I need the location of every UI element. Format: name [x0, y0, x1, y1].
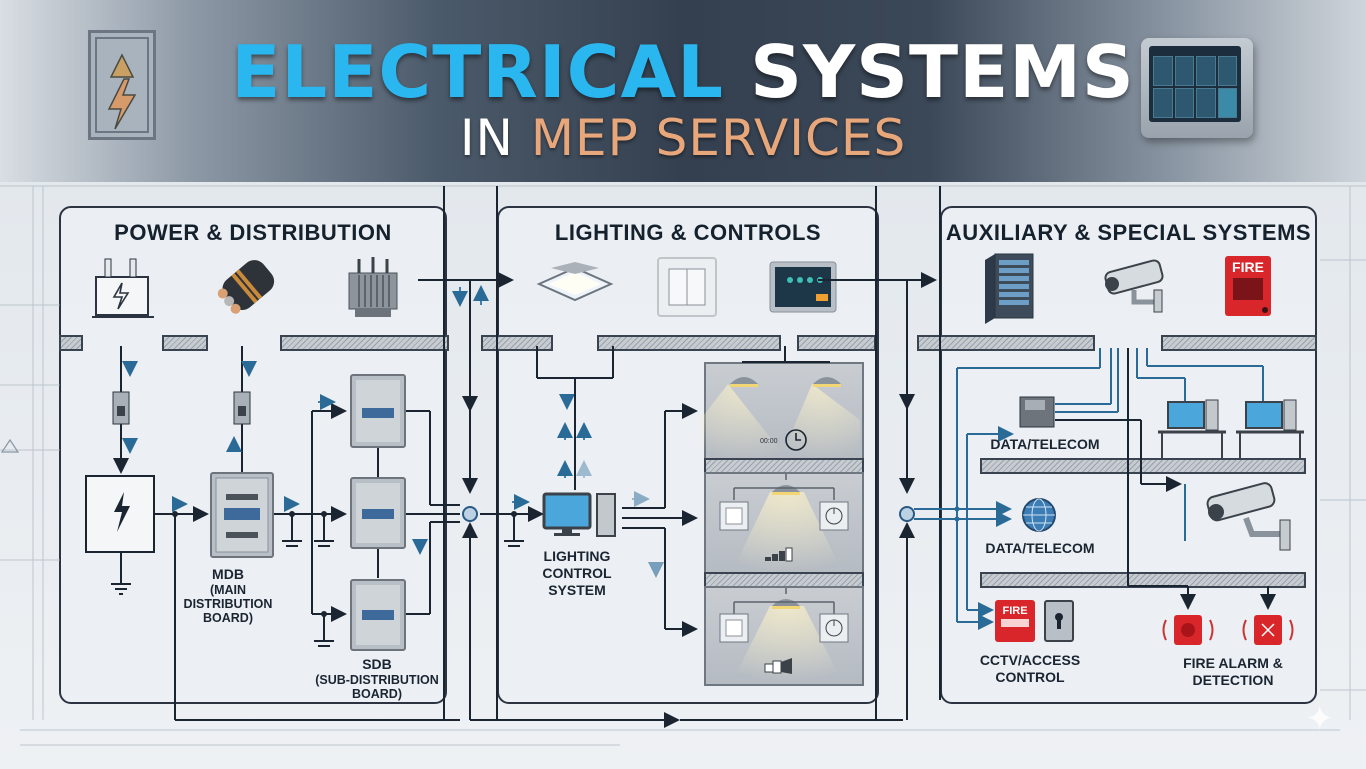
floor-slab [1161, 335, 1317, 351]
sdb-subtitle: (SUB-DISTRIBUTION BOARD) [315, 673, 439, 701]
floor-slab [280, 335, 449, 351]
floor-slab [59, 335, 83, 351]
floor-slab [797, 335, 876, 351]
subtitle: IN MEP SERVICES [0, 108, 1366, 168]
panel-title-lighting: LIGHTING & CONTROLS [554, 220, 822, 245]
sdb-label: SDB (SUB-DISTRIBUTION BOARD) [312, 656, 442, 701]
lighting-control-system-label: LIGHTING CONTROL SYSTEM [542, 548, 612, 598]
floor-slab [917, 335, 1095, 351]
data-telecom-label-1: DATA/TELECOM [990, 436, 1100, 452]
header-banner [0, 0, 1366, 182]
room-floor-2 [704, 472, 864, 576]
floor-slab [980, 458, 1306, 474]
floor-slab [980, 572, 1306, 588]
panel-title-auxiliary: AUXILIARY & SPECIAL SYSTEMS [945, 220, 1312, 245]
fire-alarm-label: FIRE ALARM & DETECTION [1183, 655, 1283, 688]
panel-power-distribution: POWER & DISTRIBUTION [59, 206, 447, 704]
title-part-systems: SYSTEMS [750, 30, 1135, 114]
panel-title-power: POWER & DISTRIBUTION [114, 220, 392, 245]
control-tablet-icon [1141, 38, 1253, 138]
high-voltage-warning-icon [88, 30, 156, 140]
main-title: ELECTRICAL SYSTEMS [0, 32, 1366, 112]
data-telecom-label-2: DATA/TELECOM [985, 540, 1095, 556]
mdb-label: MDB (MAIN DISTRIBUTION BOARD) [170, 566, 286, 625]
floor-slab [162, 335, 208, 351]
subtitle-part-mep: MEP SERVICES [530, 109, 907, 167]
room-floor-1 [704, 362, 864, 462]
mdb-title: MDB [212, 566, 244, 582]
mdb-subtitle: (MAIN DISTRIBUTION BOARD) [183, 583, 273, 625]
panel-auxiliary-special: AUXILIARY & SPECIAL SYSTEMS [940, 206, 1317, 704]
floor-slab [597, 335, 781, 351]
sparkle-icon: ✦ [1305, 700, 1335, 738]
room-floor-3 [704, 586, 864, 686]
floor-slab [481, 335, 553, 351]
sdb-title: SDB [362, 656, 392, 672]
title-part-electrical: ELECTRICAL [231, 30, 725, 114]
subtitle-part-in: IN [459, 109, 514, 167]
cctv-access-label: CCTV/ACCESS CONTROL [979, 652, 1081, 685]
